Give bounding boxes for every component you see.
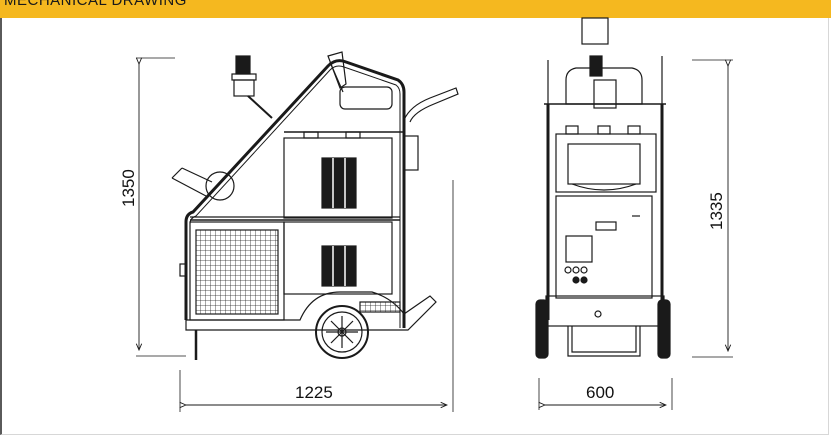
front-height-label: 1335 [707, 192, 726, 230]
section-header: MECHANICAL DRAWING [0, 0, 831, 18]
side-upper-housing [283, 131, 393, 219]
front-lower-panel [555, 195, 653, 299]
side-wheel [315, 305, 369, 359]
front-height-dimension [692, 59, 733, 358]
side-chassis [185, 291, 437, 331]
side-view [136, 51, 459, 412]
side-grille [189, 221, 285, 321]
front-view [535, 17, 733, 410]
side-cylinder [171, 167, 235, 201]
front-width-dimension [538, 378, 673, 410]
front-base [545, 295, 665, 327]
section-title: MECHANICAL DRAWING [4, 0, 187, 9]
side-height-dimension [136, 57, 186, 357]
side-width-label: 1225 [295, 383, 333, 402]
side-hose [403, 87, 459, 123]
side-width-dimension [179, 180, 454, 412]
side-frame-tube [184, 59, 406, 328]
front-wheel-left [535, 299, 549, 359]
front-handle [567, 326, 641, 357]
side-lower-housing [283, 221, 393, 295]
side-height-label: 1350 [119, 169, 138, 207]
front-width-label: 600 [586, 383, 614, 402]
front-wheel-right [657, 299, 671, 359]
side-control-box [403, 135, 419, 171]
side-beacon-light [231, 55, 273, 119]
front-upper-module [555, 133, 657, 193]
